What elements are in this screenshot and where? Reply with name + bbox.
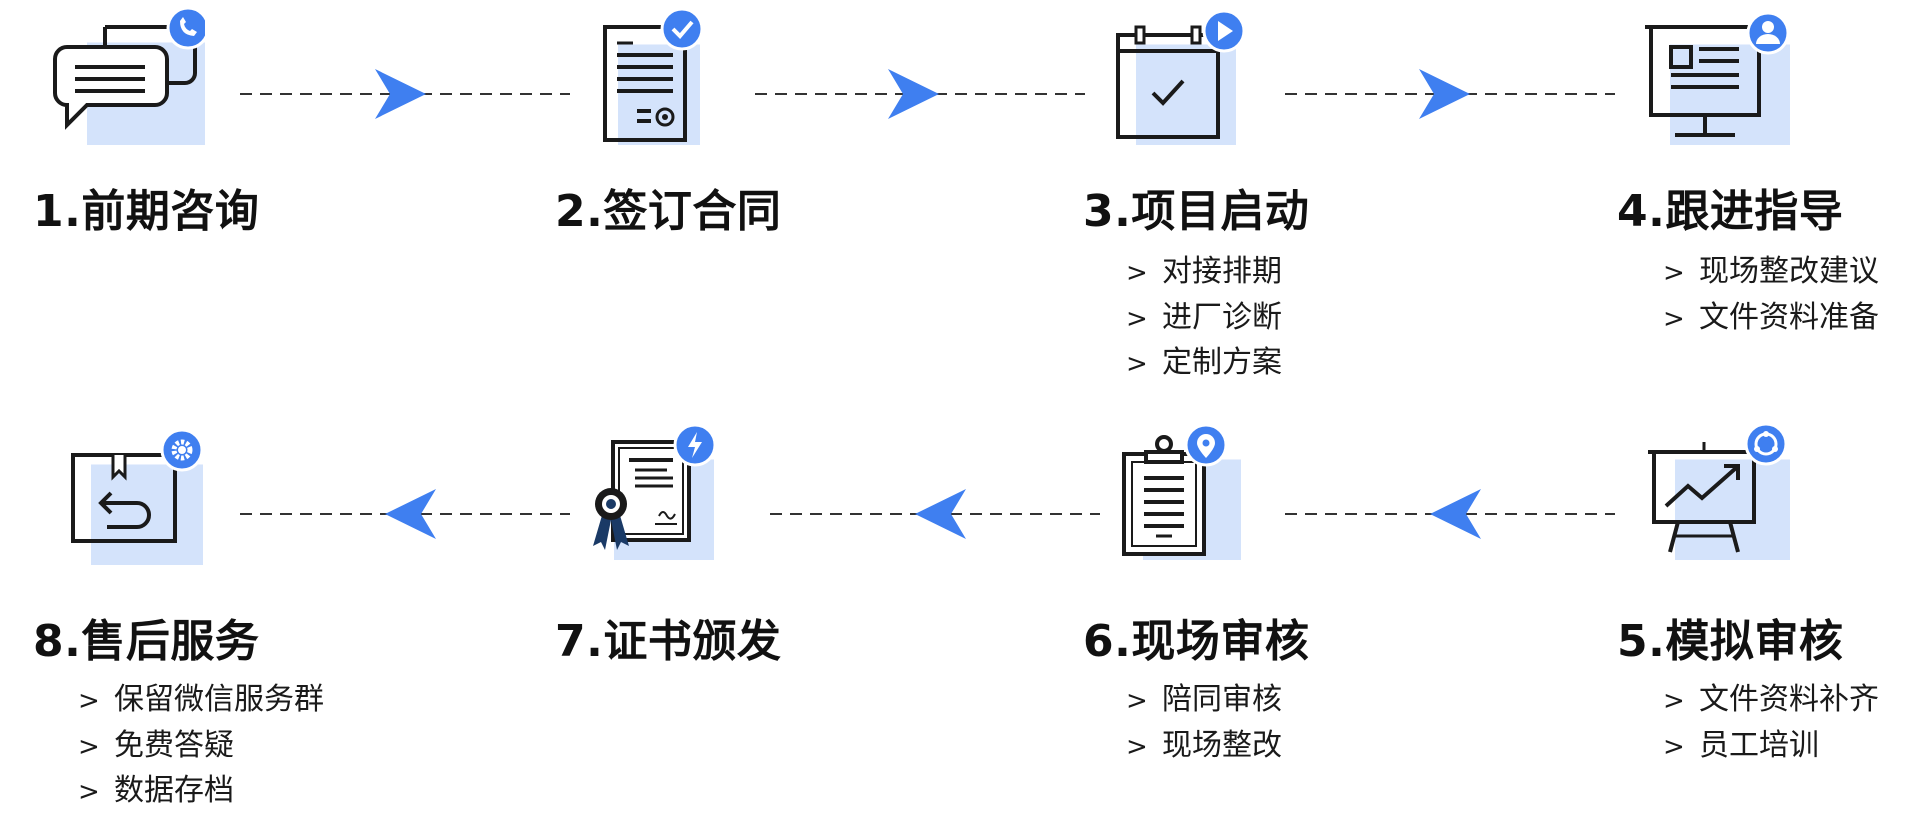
arrow-connector-right	[755, 65, 1085, 125]
chevron-right-icon: >	[78, 777, 100, 807]
sub-item: >文件资料补齐	[1663, 678, 1879, 724]
step-title: 4.跟进指导	[1617, 186, 1844, 237]
chevron-right-icon: >	[1663, 258, 1685, 288]
chevron-right-icon: >	[1126, 258, 1148, 288]
chevron-right-icon: >	[1126, 686, 1148, 716]
step-subitems: >保留微信服务群 >免费答疑 >数据存档	[78, 678, 324, 815]
step-subitems: >对接排期 >进厂诊断 >定制方案	[1126, 250, 1282, 387]
sub-item: >保留微信服务群	[78, 678, 324, 724]
chevron-right-icon: >	[1126, 303, 1148, 334]
sub-item: >对接排期	[1126, 250, 1282, 296]
clipboard-icon	[1112, 420, 1272, 560]
sub-item: >定制方案	[1126, 341, 1282, 387]
step-title: 1.前期咨询	[33, 186, 260, 237]
sub-item: >现场整改建议	[1663, 250, 1879, 296]
chevron-right-icon: >	[1663, 686, 1685, 716]
arrow-connector-left	[1285, 485, 1615, 545]
chat-bubble-icon	[45, 5, 205, 145]
step-subitems: >现场整改建议 >文件资料准备	[1663, 250, 1879, 341]
package-return-icon	[45, 425, 205, 565]
step-subitems: >陪同审核 >现场整改	[1126, 678, 1282, 769]
step-title: 5.模拟审核	[1617, 616, 1844, 667]
step-title: 6.现场审核	[1083, 616, 1310, 667]
sub-item: >免费答疑	[78, 724, 324, 770]
chevron-right-icon: >	[1663, 303, 1685, 334]
chevron-right-icon: >	[1126, 349, 1148, 379]
step-title: 3.项目启动	[1083, 186, 1310, 237]
sub-item: >进厂诊断	[1126, 296, 1282, 342]
step-title: 7.证书颁发	[555, 616, 782, 667]
sub-item: >文件资料准备	[1663, 296, 1879, 342]
arrow-connector-left	[770, 485, 1100, 545]
step-title: 8.售后服务	[33, 616, 260, 667]
sub-item: >现场整改	[1126, 724, 1282, 770]
sub-item: >员工培训	[1663, 724, 1879, 770]
chevron-right-icon: >	[78, 731, 100, 762]
sub-item: >数据存档	[78, 769, 324, 815]
sub-item: >陪同审核	[1126, 678, 1282, 724]
contract-document-icon	[585, 5, 745, 145]
step-subitems: >文件资料补齐 >员工培训	[1663, 678, 1879, 769]
calendar-check-icon	[1100, 5, 1260, 145]
arrow-connector-left	[240, 485, 570, 545]
arrow-connector-right	[240, 65, 570, 125]
presentation-board-icon	[1640, 420, 1800, 560]
step-title: 2.签订合同	[555, 186, 782, 237]
chevron-right-icon: >	[1663, 731, 1685, 762]
chevron-right-icon: >	[78, 686, 100, 716]
certificate-icon	[585, 420, 745, 560]
arrow-connector-right	[1285, 65, 1615, 125]
chevron-right-icon: >	[1126, 731, 1148, 762]
monitor-icon	[1635, 5, 1795, 145]
